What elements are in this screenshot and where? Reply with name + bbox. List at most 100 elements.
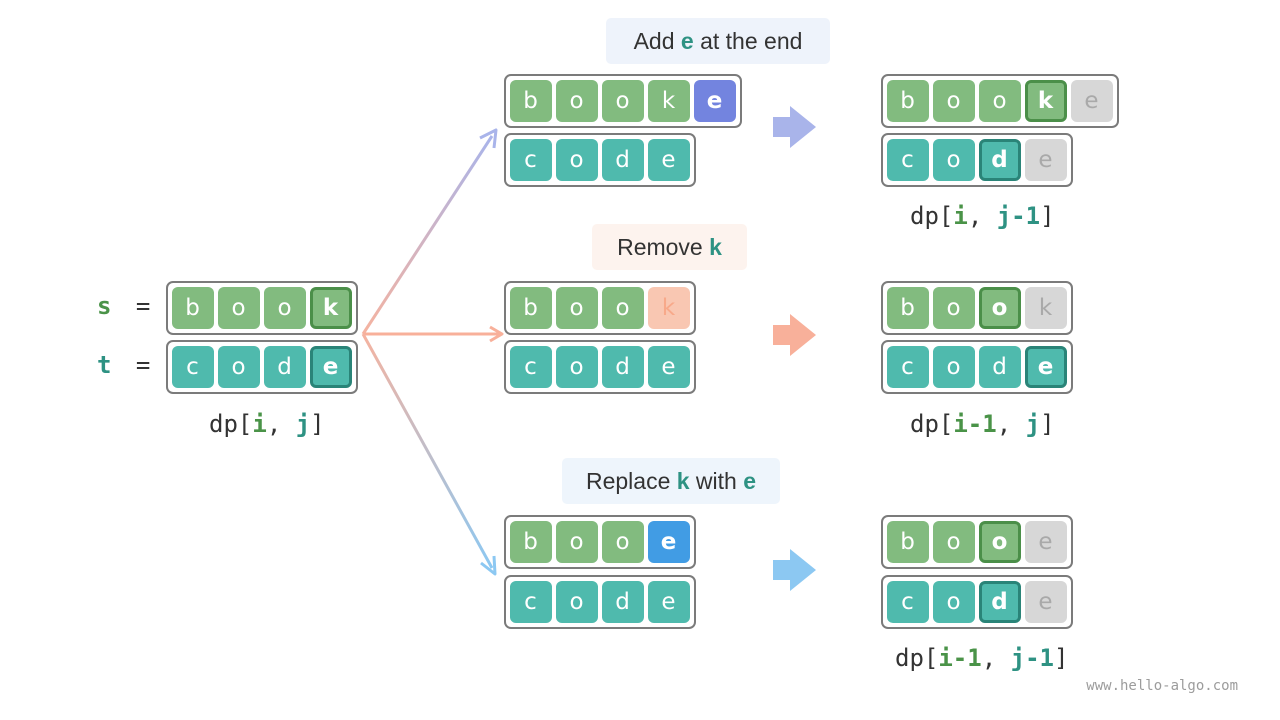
t-equals: =	[135, 351, 151, 379]
start-s-char: b	[172, 287, 214, 329]
remove-s-char: b	[510, 287, 552, 329]
add-operation-label: Add e at the end	[606, 18, 830, 64]
remove-res-t-char-current: e	[1025, 346, 1067, 388]
dp-index-i: i-1	[938, 644, 982, 672]
remove-res-t-char: d	[979, 346, 1021, 388]
block-arrow-remove	[773, 314, 816, 356]
remove-res-t-char: o	[933, 346, 975, 388]
replace-t-string: c o d e	[504, 575, 696, 629]
add-res-t-char: o	[933, 139, 975, 181]
remove-t-char: o	[556, 346, 598, 388]
start-t-char: d	[264, 346, 306, 388]
replace-op-text-mid: with	[689, 467, 744, 494]
dp-sep: ,	[981, 644, 1011, 672]
replace-op-letter: k	[676, 467, 690, 494]
arrow-head-add	[479, 128, 498, 149]
start-s-char-current: k	[310, 287, 352, 329]
dp-index-j: j	[1025, 410, 1041, 438]
start-t-char-current: e	[310, 346, 352, 388]
add-s-char-inserted: e	[694, 80, 736, 122]
remove-t-char: d	[602, 346, 644, 388]
add-result-t-string: c o d e	[881, 133, 1073, 187]
replace-s-char: b	[510, 521, 552, 563]
arrow-head-replace	[480, 555, 497, 576]
remove-t-char: e	[648, 346, 690, 388]
add-res-s-char-current: k	[1025, 80, 1067, 122]
remove-op-text: Remove	[617, 233, 710, 260]
add-res-s-char: o	[979, 80, 1021, 122]
add-s-char: k	[648, 80, 690, 122]
start-s-string: b o o k	[166, 281, 358, 335]
replace-t-char: o	[556, 581, 598, 623]
s-row-label: s =	[97, 292, 150, 320]
add-t-char: e	[648, 139, 690, 181]
replace-op-text: Replace	[585, 467, 677, 494]
watermark: www.hello-algo.com	[1086, 678, 1238, 694]
remove-s-char: o	[556, 287, 598, 329]
add-op-text: Add	[633, 27, 681, 54]
add-t-char: c	[510, 139, 552, 181]
dp-suffix: ]	[1040, 202, 1055, 230]
replace-s-char: o	[556, 521, 598, 563]
dp-index-j: j-1	[1010, 644, 1054, 672]
add-dp-label: dp[i, j-1]	[910, 202, 1055, 230]
start-t-char: c	[172, 346, 214, 388]
remove-dp-label: dp[i-1, j]	[910, 410, 1055, 438]
dp-index-j: j	[295, 410, 311, 438]
remove-res-s-char: b	[887, 287, 929, 329]
replace-res-t-char-done: e	[1025, 581, 1067, 623]
replace-res-t-char-current: d	[979, 581, 1021, 623]
replace-t-char: c	[510, 581, 552, 623]
t-variable: t	[97, 351, 112, 379]
dp-index-i: i	[953, 202, 968, 230]
dp-index-i: i	[252, 410, 267, 438]
replace-res-s-char-done: e	[1025, 521, 1067, 563]
remove-result-s-string: b o o k	[881, 281, 1073, 335]
start-t-string: c o d e	[166, 340, 358, 394]
remove-res-s-char-done: k	[1025, 287, 1067, 329]
add-res-t-char: c	[887, 139, 929, 181]
add-res-t-char-current: d	[979, 139, 1021, 181]
replace-res-s-char-current: o	[979, 521, 1021, 563]
dp-suffix: ]	[310, 410, 325, 438]
replace-operation-label: Replace k with e	[562, 458, 780, 504]
dp-prefix: dp[	[910, 202, 954, 230]
start-s-char: o	[264, 287, 306, 329]
add-t-char: o	[556, 139, 598, 181]
replace-op-letter2: e	[743, 467, 757, 494]
add-s-char: b	[510, 80, 552, 122]
add-s-char: o	[556, 80, 598, 122]
remove-s-char: o	[602, 287, 644, 329]
add-res-t-char-done: e	[1025, 139, 1067, 181]
dp-prefix: dp[	[910, 410, 954, 438]
arrow-to-add	[361, 135, 494, 335]
add-res-s-char-done: e	[1071, 80, 1113, 122]
dp-prefix: dp[	[209, 410, 253, 438]
remove-res-t-char: c	[887, 346, 929, 388]
remove-t-char: c	[510, 346, 552, 388]
replace-res-t-char: c	[887, 581, 929, 623]
remove-result-t-string: c o d e	[881, 340, 1073, 394]
add-res-s-char: o	[933, 80, 975, 122]
replace-res-t-char: o	[933, 581, 975, 623]
add-op-text-after: at the end	[693, 27, 803, 54]
dp-index-i: i-1	[953, 410, 997, 438]
block-arrow-replace	[773, 549, 816, 591]
add-result-s-string: b o o k e	[881, 74, 1119, 128]
add-t-string: c o d e	[504, 133, 696, 187]
dp-index-j: j-1	[996, 202, 1041, 230]
arrow-to-replace	[361, 333, 494, 569]
block-arrow-add	[773, 106, 816, 148]
replace-res-s-char: o	[933, 521, 975, 563]
remove-t-string: c o d e	[504, 340, 696, 394]
start-t-char: o	[218, 346, 260, 388]
replace-result-s-string: b o o e	[881, 515, 1073, 569]
start-s-char: o	[218, 287, 260, 329]
add-s-char: o	[602, 80, 644, 122]
remove-op-letter: k	[709, 233, 722, 260]
replace-t-char: d	[602, 581, 644, 623]
remove-s-string: b o o k	[504, 281, 696, 335]
replace-s-char: o	[602, 521, 644, 563]
dp-sep: ,	[266, 410, 296, 438]
